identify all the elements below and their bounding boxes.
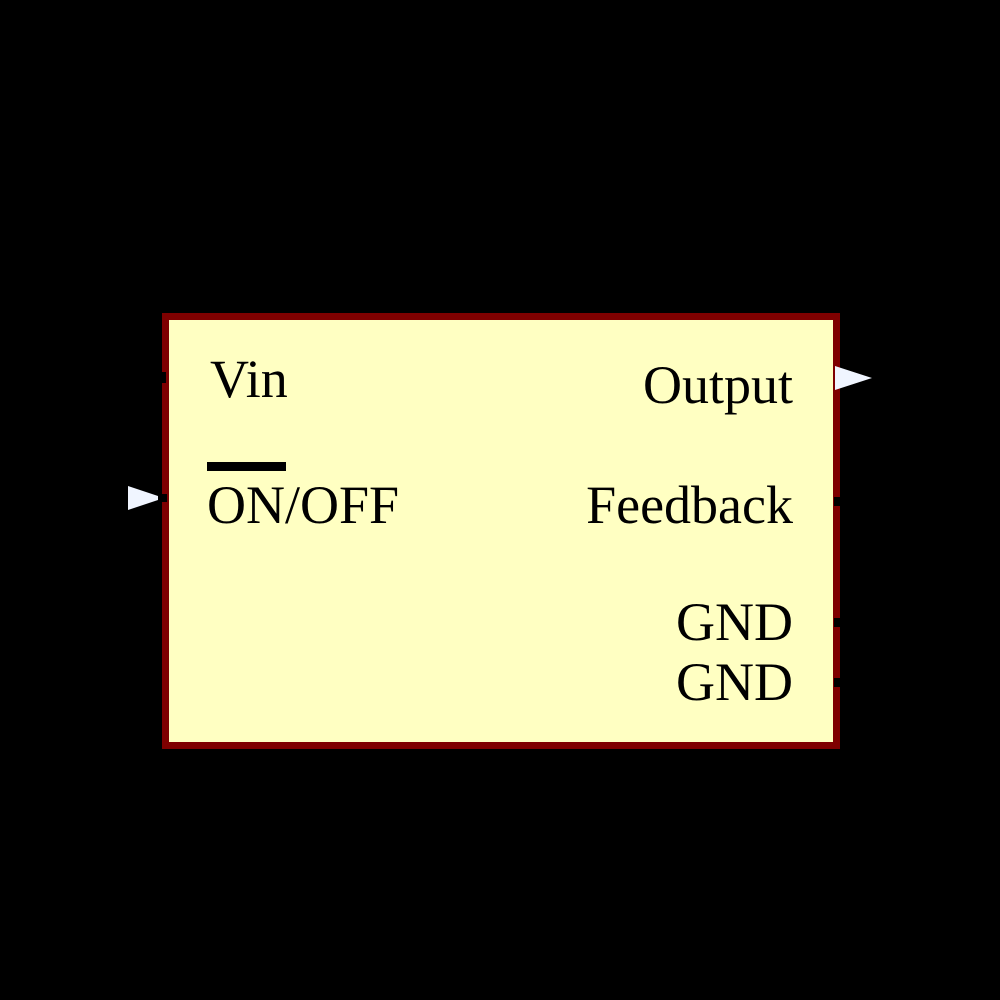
pin-label-vin: Vin bbox=[210, 349, 288, 409]
pin-stub-on-off[interactable] bbox=[158, 494, 167, 502]
regulator-block[interactable] bbox=[162, 313, 840, 749]
pin-stub-gnd-2[interactable] bbox=[834, 678, 842, 687]
pin-stub-vin[interactable] bbox=[153, 372, 166, 383]
pin-arrow-output-icon[interactable] bbox=[835, 366, 872, 390]
pin-stub-gnd-1[interactable] bbox=[834, 618, 842, 627]
pin-stub-feedback[interactable] bbox=[834, 497, 843, 506]
pin-label-gnd-1: GND bbox=[676, 592, 793, 652]
pin-label-on-off: ON/OFF bbox=[207, 475, 400, 535]
pin-label-feedback: Feedback bbox=[586, 475, 793, 535]
on-off-overline-bar bbox=[207, 462, 286, 471]
pin-label-gnd-2: GND bbox=[676, 652, 793, 712]
pin-label-output: Output bbox=[642, 355, 793, 415]
